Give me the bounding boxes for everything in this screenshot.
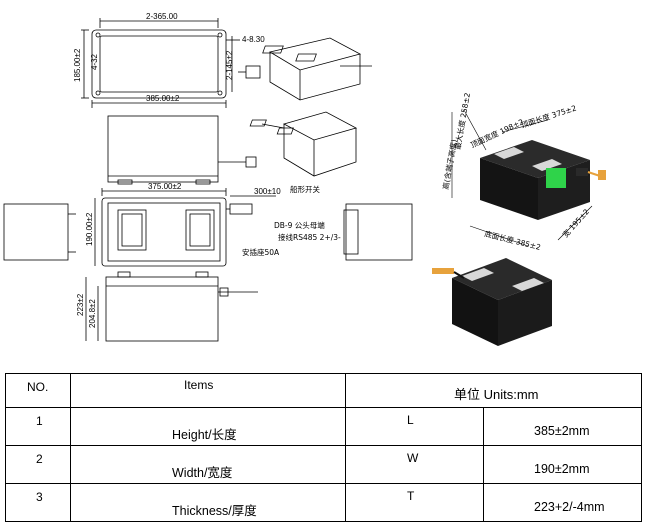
iso-battery-render [480, 140, 606, 220]
dim-inner-left: 4-32 [90, 53, 99, 70]
label-top-length: 顶面长度 375±2 [520, 102, 578, 129]
table-row: 3 Thickness/厚度 T 223+2/-4mm [5, 483, 642, 522]
side-view [85, 271, 258, 342]
row-number: 2 [36, 452, 43, 466]
header-units-cell: 单位 Units:mm [345, 373, 642, 408]
top-view [81, 18, 240, 108]
dim-cable-300: 300±10 [254, 187, 281, 196]
header-items: Items [184, 378, 214, 392]
label-rocker-switch: 船形开关 [290, 184, 320, 194]
row-number: 1 [36, 414, 43, 428]
dim-hole: 4-8.30 [242, 35, 265, 44]
front-view [107, 115, 257, 185]
dim-bottom-385: 385.00±2 [146, 94, 180, 103]
dim-left-185: 185.00±2 [73, 48, 82, 82]
dim-right-145: 2-145±2 [225, 50, 234, 80]
header-no-cell: NO. [5, 373, 71, 408]
row-symbol: W [407, 451, 419, 465]
dim-width-375: 375.00±2 [148, 182, 182, 191]
row-value: 190±2mm [534, 462, 590, 476]
row-value: 223+2/-4mm [534, 500, 605, 514]
label-rs485: 接线RS485 2+/3- [278, 232, 341, 242]
label-db9: DB-9 公头母端 [274, 220, 325, 230]
header-no: NO. [27, 380, 49, 394]
table-row: 1 Height/长度 L 385±2mm [5, 407, 642, 446]
label-bottom-length: 底面长度 385±2 [484, 228, 543, 252]
row-item: Width/宽度 [172, 466, 233, 480]
iso-sketch-top [238, 37, 372, 101]
label-fuse: 安插座50A [242, 247, 280, 257]
label-top-width: 顶面宽度 198±2 [469, 116, 526, 150]
table-header-row: NO. Items 单位 Units:mm [5, 373, 642, 408]
row-symbol: T [407, 489, 415, 503]
battery-technical-drawing: 2-365.00 385.00±2 4-8.30 185.00±2 4-32 2… [3, 12, 606, 346]
dim-top-365: 2-365.00 [146, 12, 178, 21]
label-bottom-width: 宽 195±2 [560, 206, 591, 239]
spec-table: NO. Items 单位 Units:mm 1 Height/长度 L 385±… [5, 373, 642, 522]
dim-height-190: 190.00±2 [85, 212, 94, 246]
middle-plan-view [3, 188, 413, 267]
row-item: Thickness/厚度 [172, 504, 257, 518]
table-row: 2 Width/宽度 W 190±2mm [5, 445, 642, 484]
dim-223: 223±2 [76, 293, 85, 316]
header-units: 单位 Units:mm [454, 387, 539, 402]
row-number: 3 [36, 490, 43, 504]
iso-sketch-middle [249, 111, 358, 177]
row-value: 385±2mm [534, 424, 590, 438]
header-items-cell: Items [70, 373, 346, 408]
iso-dimension-lines [451, 109, 593, 247]
iso-battery-render-2 [432, 258, 552, 346]
row-item: Height/长度 [172, 428, 237, 442]
row-symbol: L [407, 413, 414, 427]
dim-204: 204.8±2 [88, 299, 97, 328]
